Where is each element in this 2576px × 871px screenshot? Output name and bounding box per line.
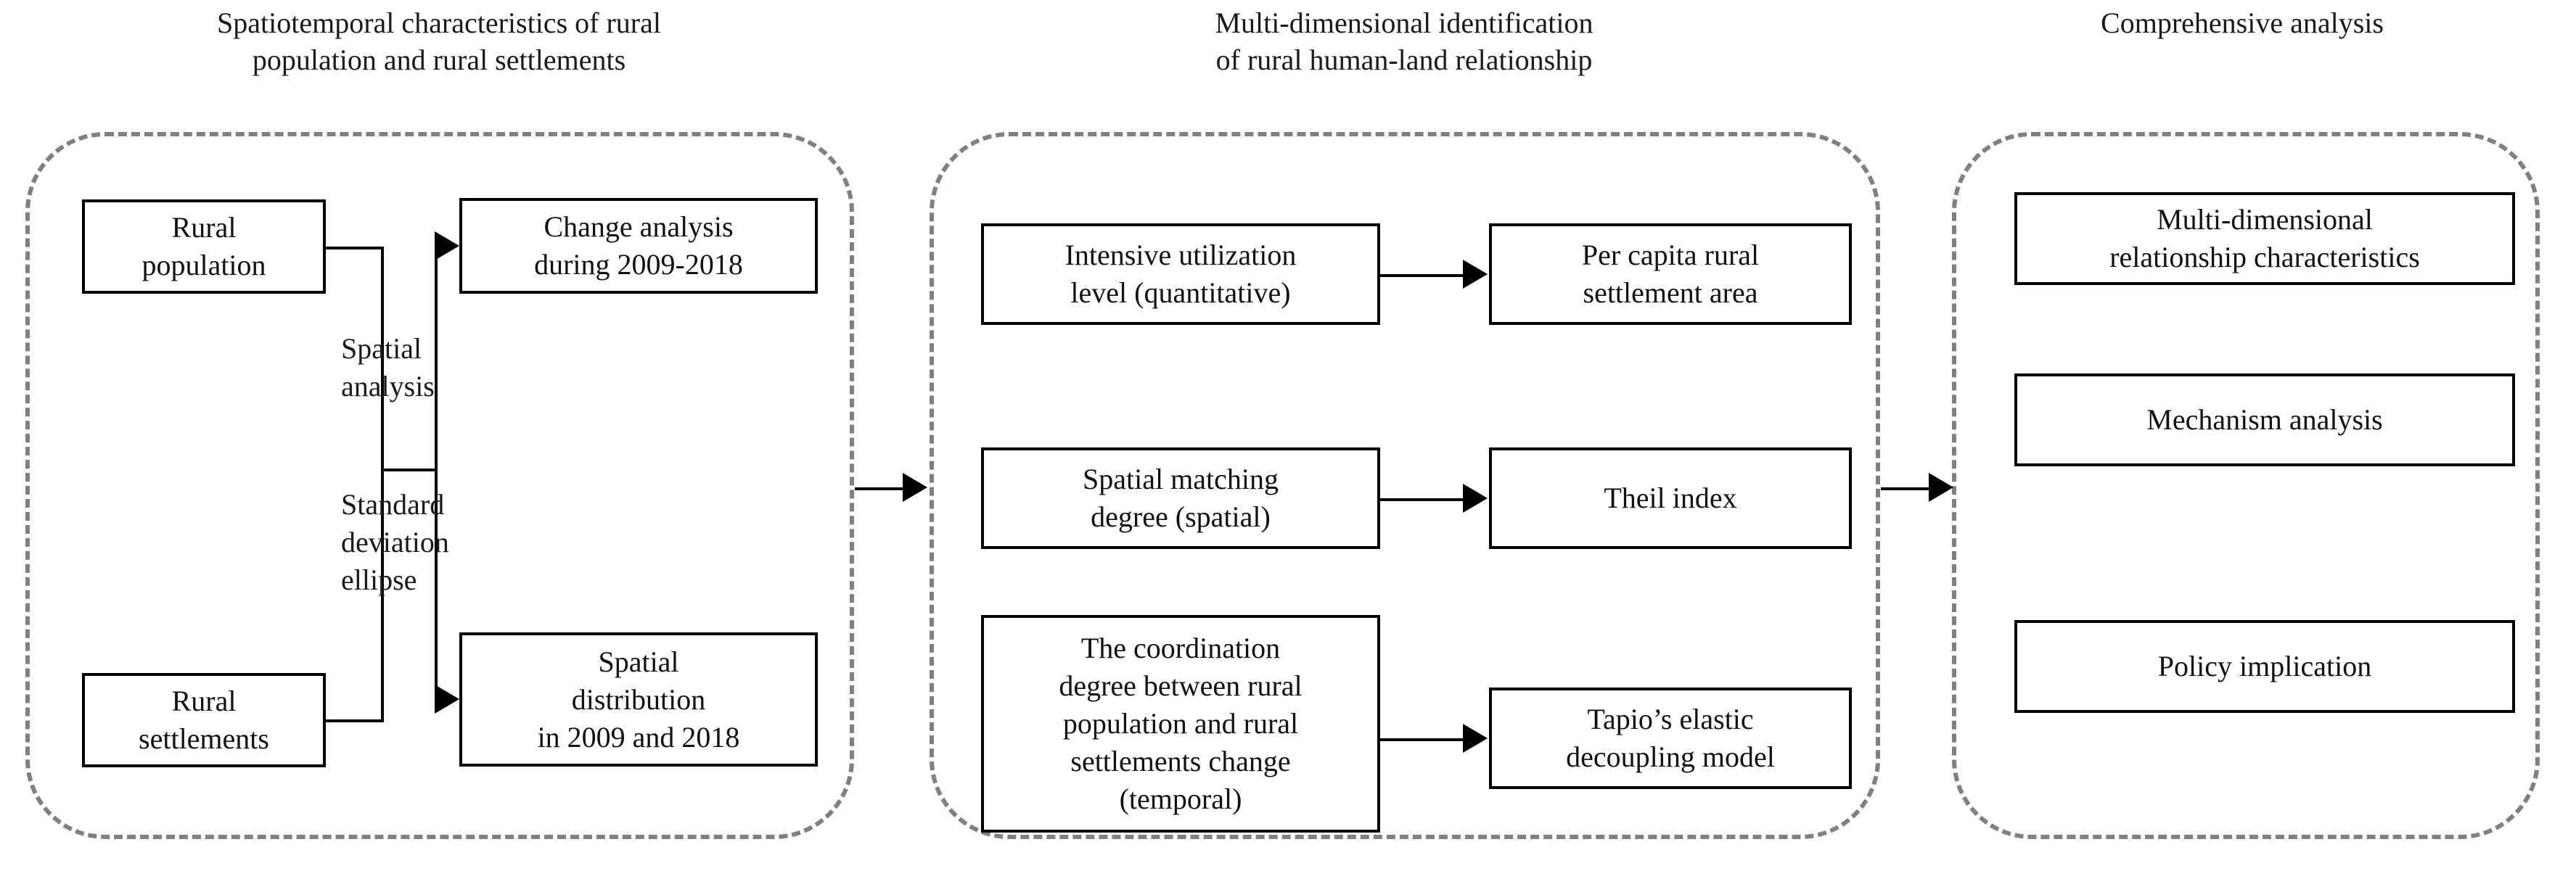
connector-population-stub [326,247,384,249]
panel-title-multi-dimensional: Multi-dimensional identification of rura… [1215,7,1593,77]
panel-title-comprehensive: Comprehensive analysis [2101,7,2384,39]
node-rural-settlements[interactable]: Rural settlements [82,673,326,767]
node-spatial-matching-degree[interactable]: Spatial matching degree (spatial) [981,447,1380,549]
connector-cross-link [381,468,438,471]
arrowhead-to-change-analysis [435,231,459,260]
panel-multi-dimensional-identification [930,132,1880,839]
connector-left-to-middle [855,487,904,490]
arrowhead-middle-to-right [1929,473,1953,502]
node-intensive-utilization-level[interactable]: Intensive utilization level (quantitativ… [981,223,1380,325]
arrowhead-left-to-middle [903,473,927,502]
node-change-analysis[interactable]: Change analysis during 2009-2018 [459,198,818,294]
connector-middle-to-right [1881,487,1930,490]
edge-label-standard-deviation-ellipse: Standard deviation ellipse [341,488,449,596]
edge-label-spatial-analysis: Spatial analysis [341,332,435,403]
node-rural-population[interactable]: Rural population [82,199,326,294]
node-mechanism-analysis[interactable]: Mechanism analysis [2014,373,2515,466]
node-multi-dimensional-relationship-characteristics[interactable]: Multi-dimensional relationship character… [2014,192,2515,285]
node-spatial-distribution[interactable]: Spatial distribution in 2009 and 2018 [459,632,818,767]
connector-intensive-to-percapita [1380,274,1464,277]
arrowhead-matching-to-theil [1463,484,1488,513]
panel-title-spatiotemporal: Spatiotemporal characteristics of rural … [217,7,661,77]
node-per-capita-settlement-area[interactable]: Per capita rural settlement area [1489,223,1852,325]
node-theil-index[interactable]: Theil index [1489,447,1852,549]
node-policy-implication[interactable]: Policy implication [2014,620,2515,713]
panel-comprehensive-analysis [1952,132,2540,839]
panel-spatiotemporal-characteristics [25,132,854,839]
arrowhead-to-spatial-distribution [435,685,459,714]
connector-coordination-to-tapio [1380,738,1464,741]
arrowhead-intensive-to-percapita [1463,260,1488,289]
node-tapio-elastic-decoupling-model[interactable]: Tapio’s elastic decoupling model [1489,688,1852,789]
node-coordination-degree[interactable]: The coordination degree between rural po… [981,615,1380,833]
connector-settlements-stub [326,719,384,722]
connector-matching-to-theil [1380,498,1464,501]
arrowhead-coordination-to-tapio [1463,724,1488,753]
connector-merge-column-upper [381,247,384,468]
connector-distribution-trunk-lower [435,468,438,701]
connector-merge-column-lower [381,468,384,722]
connector-distribution-trunk-upper [435,246,438,468]
